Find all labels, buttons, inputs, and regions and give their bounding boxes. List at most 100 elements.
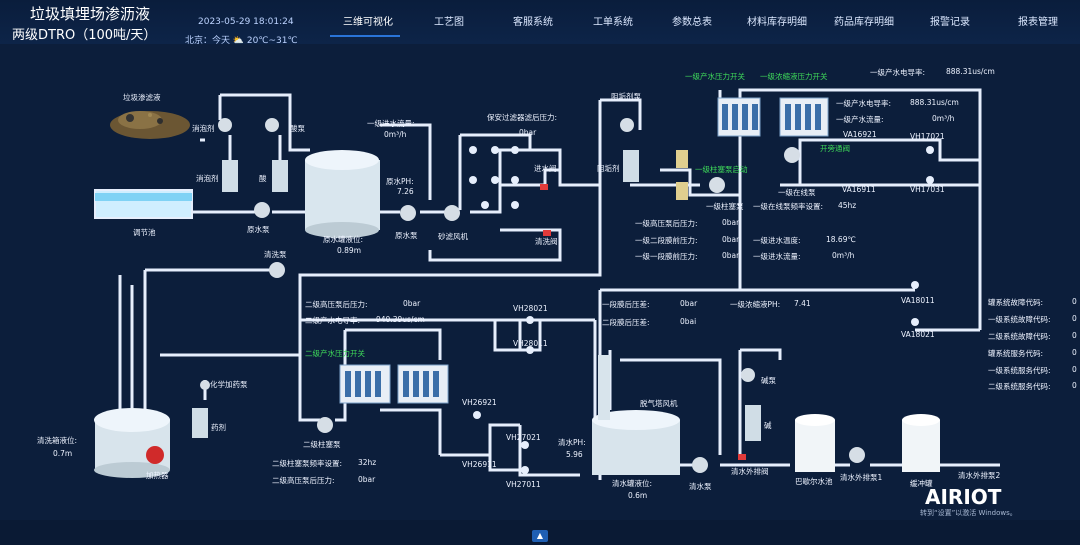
plunger1-start-label: 一级柱塞泵启动 xyxy=(695,165,748,174)
fault-label-1: 一级系统故障代码: xyxy=(988,315,1051,324)
p1-cond-right-label: 一级产水电导率: xyxy=(836,99,892,108)
filter-pressure-value: 0bar xyxy=(519,128,537,137)
inlet-valve-label: 进水阀 xyxy=(534,164,557,173)
defoamer-tank-label: 消泡剂 xyxy=(196,174,219,183)
nav-3d[interactable]: 三维可视化 xyxy=(343,17,393,28)
vh17021-label: VH17021 xyxy=(910,132,945,141)
hp2-after-label: 二级高压泵后压力: xyxy=(305,300,368,309)
p1-cond-right-value: 888.31us/cm xyxy=(910,98,959,107)
nav-service[interactable]: 客服系统 xyxy=(513,17,553,28)
outlet-valve-label: 清水外排阀 xyxy=(731,467,769,476)
scale-tank-label: 阻垢剂 xyxy=(597,164,620,173)
plunger1-label: 一级柱塞泵 xyxy=(706,202,744,211)
fault-value-5: 0 xyxy=(1072,381,1077,390)
p1-cond-label: 一级产水电导率: xyxy=(870,68,926,77)
hp2-after-value: 0bar xyxy=(403,299,421,308)
raw-tank-level-value: 0.89m xyxy=(337,246,362,255)
nav-alarm[interactable]: 报警记录 xyxy=(930,17,970,28)
fault-value-3: 0 xyxy=(1072,348,1077,357)
alkali-pump-label: 碱泵 xyxy=(761,376,776,385)
va16911-label: VA16911 xyxy=(842,185,876,194)
plunger2-freq-value: 32hz xyxy=(358,458,377,467)
process-diagram: 垃圾渗滤液 消泡剂 酸泵 消泡剂 酸 调节池 原水泵 原水罐液位: 0.89m … xyxy=(0,44,1080,520)
nav-workorder[interactable]: 工单系统 xyxy=(593,17,633,28)
sand-filter-label: 砂滤风机 xyxy=(438,232,468,241)
vh17031-label: VH17031 xyxy=(910,185,945,194)
wash-tank-level-label: 清洗箱液位: xyxy=(37,436,78,445)
fault-label-0: 罐系统故障代码: xyxy=(988,298,1044,307)
page-subtitle: 两级DTRO（100吨/天） xyxy=(12,28,157,43)
seg1-front-label: 一级一段膜前压力: xyxy=(635,252,698,261)
datetime: 2023-05-29 18:01:24 xyxy=(198,17,294,27)
header-bar: 垃圾填埋场渗沥液 两级DTRO（100吨/天） 2023-05-29 18:01… xyxy=(0,0,1080,66)
chevron-up-icon[interactable]: ▲ xyxy=(532,530,548,542)
s2-after-label: 二段膜后压差: xyxy=(602,318,650,327)
wash-tank-level-value: 0.7m xyxy=(53,449,73,458)
conc-ph-value: 7.41 xyxy=(794,299,811,308)
hp1-after-value: 0bar xyxy=(722,218,740,227)
seg2-front-label: 一级二段膜前压力: xyxy=(635,236,698,245)
raw-pump2-label: 原水泵 xyxy=(395,231,418,240)
fault-label-2: 二级系统故障代码: xyxy=(988,332,1051,341)
raw-ph-value: 7.26 xyxy=(397,187,414,196)
conc-ph-label: 一级浓缩液PH: xyxy=(730,300,781,309)
clear-pump-label: 清水泵 xyxy=(689,482,712,491)
vh26911-label: VH26911 xyxy=(462,460,497,469)
raw-ph-label: 原水PH: xyxy=(386,177,414,186)
out-pump1-label: 清水外排泵1 xyxy=(840,473,883,482)
nav-active-indicator xyxy=(330,35,400,37)
fault-label-5: 二级系统服务代码: xyxy=(988,382,1051,391)
fault-value-2: 0 xyxy=(1072,331,1077,340)
clear-tank-level-label: 清水罐液位: xyxy=(612,479,653,488)
raw-tank-level-label: 原水罐液位: xyxy=(323,235,364,244)
clear-ph-value: 5.96 xyxy=(566,450,583,459)
nav-params[interactable]: 参数总表 xyxy=(672,17,712,28)
bypass-label: 开旁通阀 xyxy=(820,144,850,153)
temp-label: 一级进水温度: xyxy=(753,236,801,245)
p1-flow-label: 一级产水流量: xyxy=(836,115,884,124)
page-title: 垃圾填埋场渗沥液 xyxy=(30,5,151,23)
vh27021-label: VH27021 xyxy=(506,433,541,442)
degas-fan-label: 脱气塔风机 xyxy=(640,399,678,408)
p2-switch-label: 二级产水压力开关 xyxy=(305,349,365,358)
wash-valve-label: 清洗阀 xyxy=(535,237,558,246)
s1-after-value: 0bar xyxy=(680,299,698,308)
heater-label: 加热器 xyxy=(146,471,169,480)
defoamer-pump-label: 消泡剂 xyxy=(192,124,215,133)
buffer-tank-label: 缓冲罐 xyxy=(910,479,933,488)
pool-label: 巴歇尔水池 xyxy=(795,477,833,486)
raw-pump1-label: 原水泵 xyxy=(247,225,270,234)
fault-value-0: 0 xyxy=(1072,297,1077,306)
plunger2-label: 二级柱塞泵 xyxy=(303,440,341,449)
weather: 北京：今天 ⛅ 20℃~31℃ xyxy=(185,36,298,46)
vh26921-label: VH26921 xyxy=(462,398,497,407)
hp2-after2-value: 0bar xyxy=(358,475,376,484)
inflow2-value: 0m³/h xyxy=(832,251,855,260)
chem-tank-label: 药剂 xyxy=(211,423,226,432)
chem-pump-label: 化学加药泵 xyxy=(210,380,248,389)
p1-cond-top-value: 888.31us/cm xyxy=(946,67,995,76)
vh27011-label: VH27011 xyxy=(506,480,541,489)
nav-material[interactable]: 材料库存明细 xyxy=(747,17,807,28)
s1-after-label: 一段膜后压差: xyxy=(602,300,650,309)
scale-pump-label: 阻垢剂泵 xyxy=(611,92,641,101)
clear-ph-label: 清水PH: xyxy=(558,438,586,447)
inflow2-label: 一级进水流量: xyxy=(753,252,801,261)
seg1-front-value: 0bar xyxy=(722,251,740,260)
va18021-label: VA18021 xyxy=(901,330,935,339)
nav-report[interactable]: 报表管理 xyxy=(1018,17,1058,28)
nav-drug[interactable]: 药品库存明细 xyxy=(834,17,894,28)
online-freq-label: 一级在线泵频率设置: xyxy=(753,202,824,211)
activation-watermark: 转到“设置”以激活 Windows。 xyxy=(920,509,1017,517)
temp-value: 18.69℃ xyxy=(826,235,856,244)
fault-value-1: 0 xyxy=(1072,314,1077,323)
pipe-network xyxy=(94,88,1000,480)
nav-process[interactable]: 工艺图 xyxy=(434,17,464,28)
s2-after-value: 0bai xyxy=(680,317,697,326)
fault-value-4: 0 xyxy=(1072,365,1077,374)
clear-tank-level-value: 0.6m xyxy=(628,491,648,500)
va18011-label: VA18011 xyxy=(901,296,935,305)
fault-label-3: 罐系统服务代码: xyxy=(988,349,1044,358)
p2-cond-value: 940.39us/cm xyxy=(376,315,425,324)
alkali-tank-label: 碱 xyxy=(764,421,772,430)
